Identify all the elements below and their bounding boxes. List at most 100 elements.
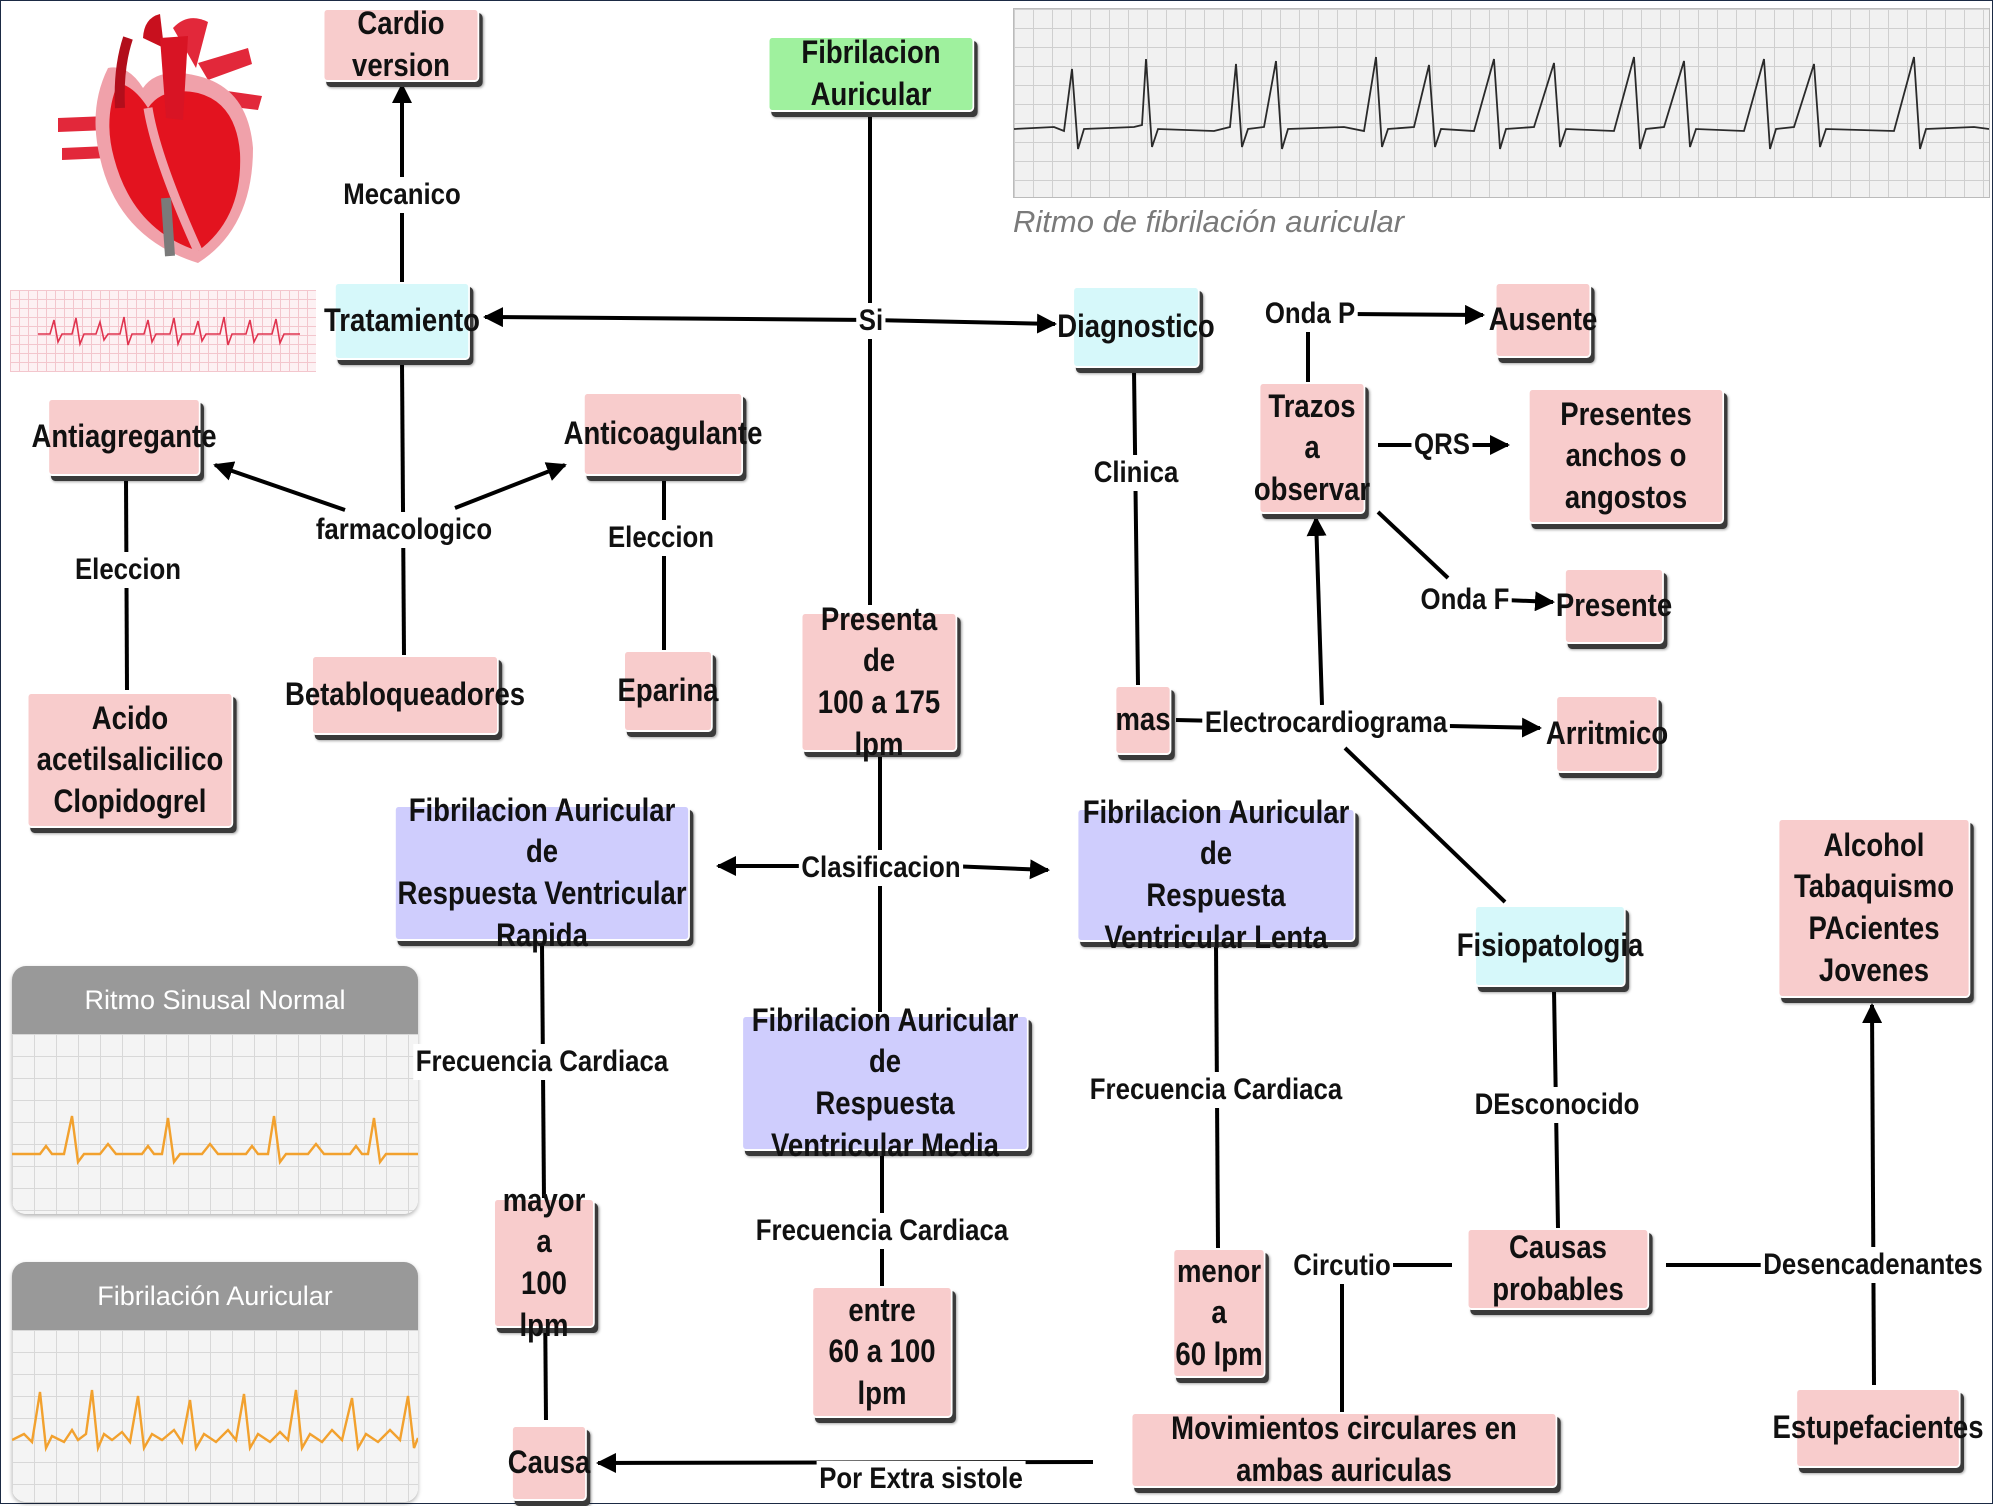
node-alcohol-tabaquismo[interactable]: Alcohol Tabaquismo PAcientes Jovenes [1777,818,1971,998]
node-fa-rapida[interactable]: Fibrilacion Auricular de Respuesta Ventr… [394,792,690,953]
node-fisiopatologia[interactable]: Fisiopatologia [1457,905,1643,987]
panel-fibrilacion-title: Fibrilación Auricular [12,1262,418,1330]
node-fa-lenta-line-2: Respuesta Ventricular Lenta [1104,877,1328,955]
node-causas-probables[interactable]: Causas probables [1466,1228,1650,1310]
node-presenta[interactable]: Presenta de 100 a 175 lpm [800,601,958,762]
node-betabloqueadores-text: Betabloqueadores [284,676,526,713]
ecg-strip-small [10,290,316,372]
node-estupefacientes-text: Estupefacientes [1772,1409,1984,1446]
node-presentes[interactable]: Presentes anchos o angostos [1527,388,1725,524]
panel-fibrilacion: Fibrilación Auricular [12,1262,418,1502]
node-acido-line-2: Clopidogrel [53,782,207,819]
link-label-desconocido: DEsconocido [1471,1087,1643,1123]
node-fa-rapida-line-1: Fibrilacion Auricular de [408,791,676,870]
node-anticoagulante-text: Anticoagulante [563,415,763,452]
node-menor-60[interactable]: menor a 60 lpm [1172,1248,1266,1378]
node-diagnostico[interactable]: Diagnostico [1057,286,1215,368]
node-menor-line-2: 60 lpm [1175,1335,1263,1372]
link-label-farmacologico: farmacologico [313,512,495,548]
node-fa-rapida-line-2: Respuesta Ventricular Rapida [397,875,687,953]
node-arritmico-text: Arritmico [1545,715,1669,752]
node-trazos-line-2: observar [1253,470,1371,507]
node-ausente[interactable]: Ausente [1489,282,1597,358]
node-mas-text: mas [1115,701,1171,738]
link-label-onda-p: Onda P [1262,296,1358,332]
node-presentes-line-2: anchos o angostos [1564,437,1688,515]
node-fa-media[interactable]: Fibrilacion Auricular de Respuesta Ventr… [741,1002,1029,1163]
node-mayor-line-1: mayor a [502,1181,586,1260]
link-label-electrocardiograma: Electrocardiograma [1202,705,1450,741]
edge-ondaf-presente [1504,591,1555,612]
ecg-strip-large [1013,8,1990,198]
node-arritmico[interactable]: Arritmico [1546,695,1668,773]
edge-trazos-ondaf [1376,510,1450,580]
heart-icon [58,14,262,263]
link-label-clasificacion: Clasificacion [798,850,964,886]
node-entre-60-100[interactable]: entre 60 a 100 lpm [811,1286,953,1418]
edge-ecg-trazos [1306,516,1327,706]
link-label-eleccion-1: Eleccion [72,552,184,588]
edge-farmacologico-anticoagulante [454,462,567,510]
node-alcohol-line-2: Tabaquismo [1793,868,1955,905]
node-alcohol-line-3: PAcientes Jovenes [1808,910,1940,988]
edge-diagnostico-mas [1132,369,1140,686]
link-label-extrasistole: Por Extra sistole [816,1461,1026,1497]
node-entre-line-1: entre [848,1291,916,1328]
link-label-frecuencia-3: Frecuencia Cardiaca [1087,1072,1345,1108]
edge-farmacologico-antiagregante [213,461,346,512]
node-presenta-line-1: Presenta de [820,600,938,679]
node-presente[interactable]: Presente [1556,568,1672,644]
node-cardio-version[interactable]: Cardio version [322,5,480,83]
node-movimientos-circulares[interactable]: Movimientos circulares en ambas auricula… [1130,1410,1558,1488]
link-label-frecuencia-1: Frecuencia Cardiaca [413,1044,671,1080]
node-causas-text: Causas probables [1492,1229,1624,1307]
node-trazos-observar[interactable]: Trazos a observar [1254,382,1370,514]
node-fibrilacion-auricular[interactable]: Fibrilacion Auricular [767,34,975,112]
node-fibrilacion-auricular-text: Fibrilacion Auricular [801,34,941,112]
node-cardio-version-text: Cardio version [352,5,450,83]
link-label-circutio: Circutio [1290,1248,1394,1284]
edge-tratamiento-betabloqueadores [400,361,406,656]
node-acido-clopidogrel[interactable]: Acido acetilsalicilico Clopidogrel [26,692,234,828]
edge-estupe-alcohol [1862,1003,1883,1386]
node-tratamiento[interactable]: Tratamiento [324,282,480,360]
node-movimientos-text: Movimientos circulares en ambas auricula… [1171,1410,1517,1488]
node-eparina[interactable]: Eparina [618,650,718,732]
edge-ondap-ausente-arrow [1349,304,1485,325]
node-estupefacientes[interactable]: Estupefacientes [1772,1388,1984,1468]
link-label-desencadenantes: Desencadenantes [1760,1247,1986,1283]
node-fa-lenta[interactable]: Fibrilacion Auricular de Respuesta Ventr… [1076,794,1356,955]
node-fisiopatologia-text: Fisiopatologia [1456,927,1644,964]
edge-tratamiento-si [483,307,873,328]
link-label-frecuencia-2: Frecuencia Cardiaca [753,1213,1011,1249]
link-label-onda-f: Onda F [1417,582,1513,618]
node-mas[interactable]: mas [1114,685,1172,755]
edge-ecg-fisiopatologia [1343,746,1507,904]
link-label-eleccion-2: Eleccion [605,520,717,556]
node-diagnostico-text: Diagnostico [1057,308,1215,345]
node-ausente-text: Ausente [1488,301,1598,338]
ecg-caption: Ritmo de fibrilación auricular [1013,204,1405,239]
link-label-mecanico: Mecanico [340,177,464,213]
node-betabloqueadores[interactable]: Betabloqueadores [285,655,525,735]
link-label-clinica: Clinica [1091,455,1181,491]
link-label-si: Si [856,303,886,339]
node-presentes-line-1: Presentes [1560,395,1692,432]
edge-si-diagnostico [871,313,1057,334]
node-menor-line-1: menor a [1176,1252,1262,1331]
node-causa-text: Causa [507,1444,591,1481]
node-presente-text: Presente [1555,587,1673,624]
node-mayor-100[interactable]: mayor a 100 lpm [493,1182,595,1343]
node-presenta-line-2: 100 a 175 lpm [817,684,941,762]
panel-ritmo-sinusal: Ritmo Sinusal Normal [12,966,418,1214]
node-tratamiento-text: Tratamiento [324,302,480,339]
node-antiagregante[interactable]: Antiagregante [31,398,217,476]
panel-fibrilacion-trace [12,1330,418,1502]
node-causa[interactable]: Causa [508,1425,590,1501]
node-anticoagulante[interactable]: Anticoagulante [564,392,762,476]
node-alcohol-line-1: Alcohol [1823,826,1925,863]
node-fa-lenta-line-1: Fibrilacion Auricular de [1082,793,1350,872]
node-acido-line-1: Acido acetilsalicilico [36,699,224,778]
